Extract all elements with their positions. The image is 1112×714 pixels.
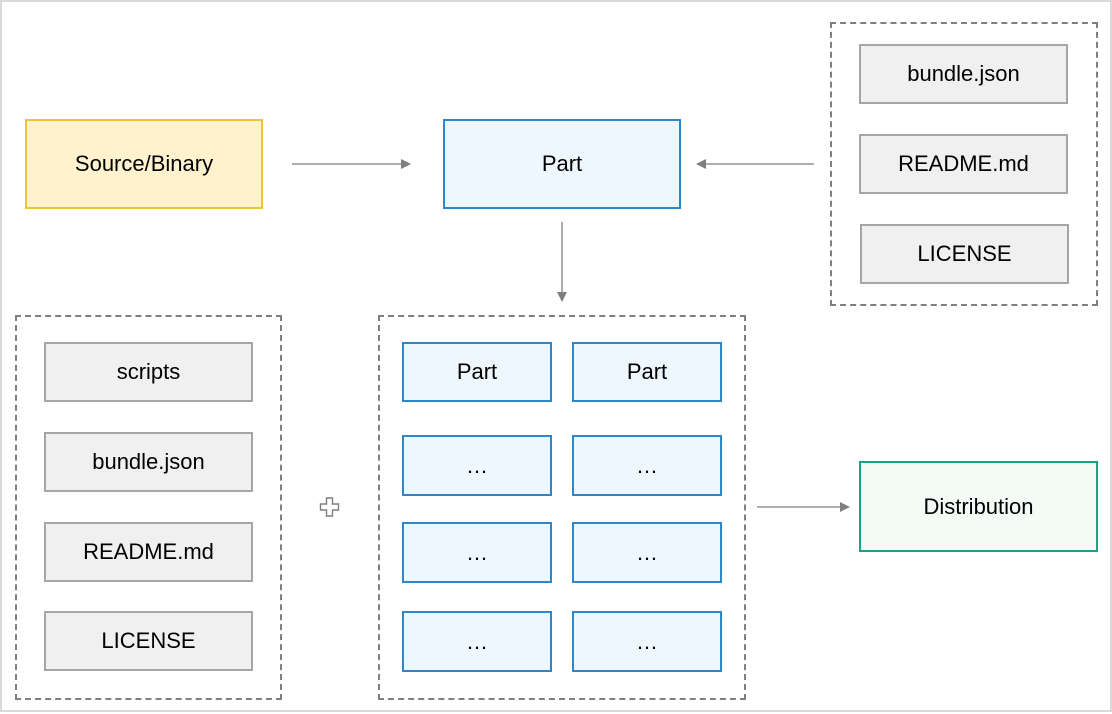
- grid-part-1-1: Part: [402, 342, 552, 402]
- source-binary-node: Source/Binary: [25, 119, 263, 209]
- grid-part-1-2: Part: [572, 342, 722, 402]
- bundle-file-bundle-json: bundle.json: [44, 432, 253, 492]
- grid-part-2-2: …: [572, 435, 722, 496]
- grid-part-2-1: …: [402, 435, 552, 496]
- grid-part-4-1: …: [402, 611, 552, 672]
- grid-part-3-1: …: [402, 522, 552, 583]
- bundle-file-scripts: scripts: [44, 342, 253, 402]
- grid-part-4-2: …: [572, 611, 722, 672]
- bundle-files-group: [15, 315, 282, 700]
- bundle-file-license: LICENSE: [44, 611, 253, 671]
- plus-icon: [319, 497, 340, 517]
- parts-group: [378, 315, 746, 700]
- meta-file-bundle-json: bundle.json: [859, 44, 1068, 104]
- meta-file-readme: README.md: [859, 134, 1068, 194]
- part-node: Part: [443, 119, 681, 209]
- distribution-node: Distribution: [859, 461, 1098, 552]
- meta-file-license: LICENSE: [860, 224, 1069, 284]
- bundle-file-readme: README.md: [44, 522, 253, 582]
- meta-files-group: [830, 22, 1098, 306]
- grid-part-3-2: …: [572, 522, 722, 583]
